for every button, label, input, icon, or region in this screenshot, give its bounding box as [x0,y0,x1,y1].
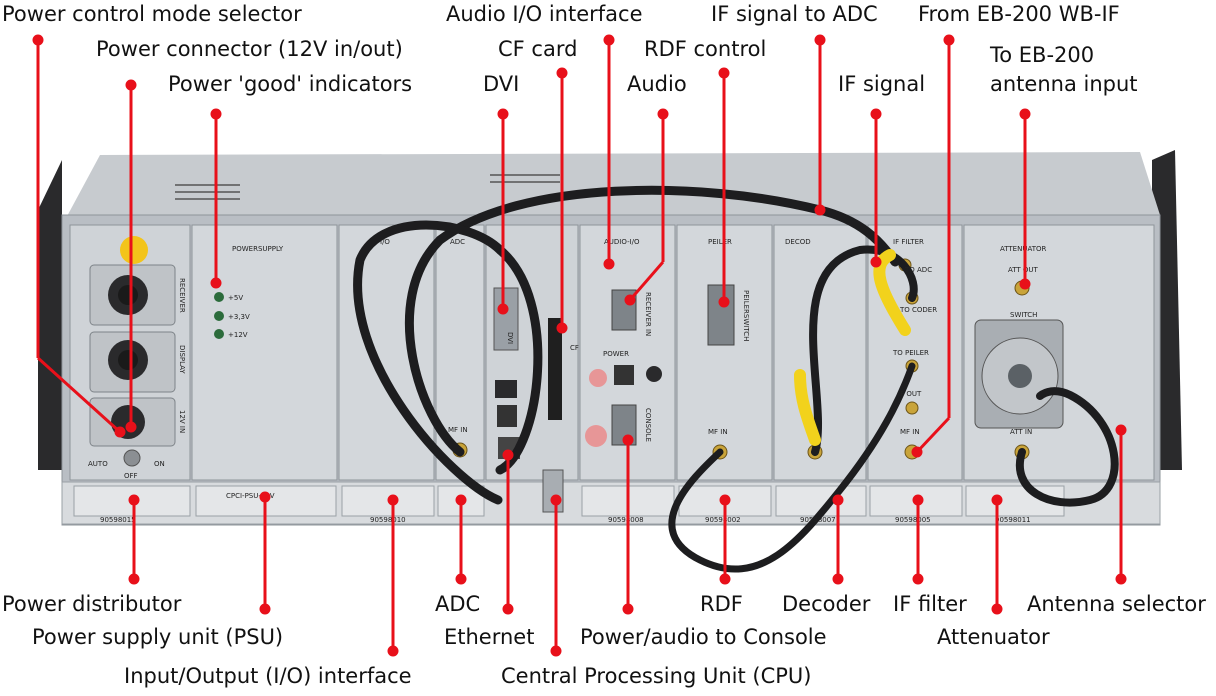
label-to-peiler: TO PEILER [892,349,929,357]
label-3v3: +3,3V [228,313,250,321]
callout-audio: Audio [627,72,687,96]
label-power: POWER [603,350,629,358]
label-adc-mf-in: MF IN [448,426,468,434]
callout-dvi: DVI [483,72,520,96]
callout-cf-card: CF card [498,37,578,61]
label-switch: SWITCH [1010,311,1037,319]
callout-power-control-mode-selector: Power control mode selector [2,2,302,26]
label-if-filter: IF FILTER [893,238,924,246]
part-number-6: 90598005 [895,516,931,524]
label-receiver: RECEIVER [178,278,186,313]
peilerswitch-connector [707,284,735,346]
label-auto: AUTO [88,460,108,468]
callout-io-interface: Input/Output (I/O) interface [124,664,412,688]
label-filter-mf-in: MF IN [900,428,920,436]
label-att-in: ATT IN [1010,428,1032,436]
callout-rdf-control: RDF control [644,37,767,61]
label-display: DISPLAY [178,345,186,374]
chassis-top [65,152,1160,220]
label-dvi: DVI [506,332,514,344]
antenna-switch [974,319,1064,429]
label-audio-io: AUDIO-I/O [604,238,640,246]
callout-from-eb200-wb-if: From EB-200 WB-IF [918,2,1120,26]
callout-power-supply-unit: Power supply unit (PSU) [32,625,284,649]
label-12v-in: 12V IN [178,410,186,433]
callout-adc: ADC [435,592,481,616]
callout-attenuator: Attenuator [937,625,1050,649]
part-number-1: 90598015 [100,516,136,524]
callout-if-signal-to-adc: IF signal to ADC [711,2,878,26]
callout-power-audio-console: Power/audio to Console [580,625,827,649]
callout-audio-io-interface: Audio I/O interface [446,2,643,26]
part-number-3: 90598008 [608,516,644,524]
callout-power-good-indicators: Power 'good' indicators [168,72,413,96]
label-to-coder: TO CODER [899,306,937,314]
yellow-dot [120,236,148,264]
audio-io-connectors [585,289,662,447]
label-receiver-in: RECEIVER IN [644,292,652,336]
left-rack-bracket [38,160,62,470]
label-peilerswitch: PEILERSWITCH [742,290,750,341]
callout-rdf: RDF [700,592,743,616]
label-if-out: IF OUT [898,390,922,398]
label-powersupply: POWERSUPPLY [232,245,284,253]
leader-lines [32,34,1127,657]
callout-if-filter: IF filter [893,592,967,616]
callout-to-eb200-antenna-line1: To EB-200 [990,43,1095,67]
label-att-out: ATT OUT [1008,266,1039,274]
label-12v: +12V [228,331,248,339]
label-decoder: DECOD [785,238,811,246]
label-io: I/O [380,238,390,246]
part-number-5: 90598007 [800,516,836,524]
part-number-4: 90598002 [705,516,741,524]
callout-if-signal: IF signal [838,72,926,96]
label-rdf-mf-in: MF IN [708,428,728,436]
label-attenuator: ATTENUATOR [1000,245,1046,253]
label-off: OFF [124,472,138,480]
cpu-connectors [493,287,564,513]
callout-power-distributor: Power distributor [2,592,182,616]
cables [353,185,1119,573]
part-number-7: 90598011 [995,516,1031,524]
callout-cpu: Central Processing Unit (CPU) [501,664,812,688]
callout-ethernet: Ethernet [444,625,535,649]
label-5v: +5V [228,294,243,302]
label-cf: CF [570,344,579,352]
label-on: ON [154,460,165,468]
callout-decoder: Decoder [782,592,871,616]
callout-power-connector: Power connector (12V in/out) [96,37,403,61]
power-good-leds [214,292,224,339]
label-peiler: PEILER [708,238,732,246]
label-console: CONSOLE [644,408,652,442]
panel-text-labels: RECEIVER DISPLAY 12V IN AUTO ON OFF POWE… [88,238,1046,524]
label-cpci-psu: CPCI-PSU-12V [226,492,275,500]
callout-to-eb200-antenna-line2: antenna input [990,72,1138,96]
label-to-adc: TO ADC [904,266,932,274]
callout-antenna-selector: Antenna selector [1027,592,1206,616]
part-number-2: 90598010 [370,516,406,524]
label-adc: ADC [450,238,465,246]
